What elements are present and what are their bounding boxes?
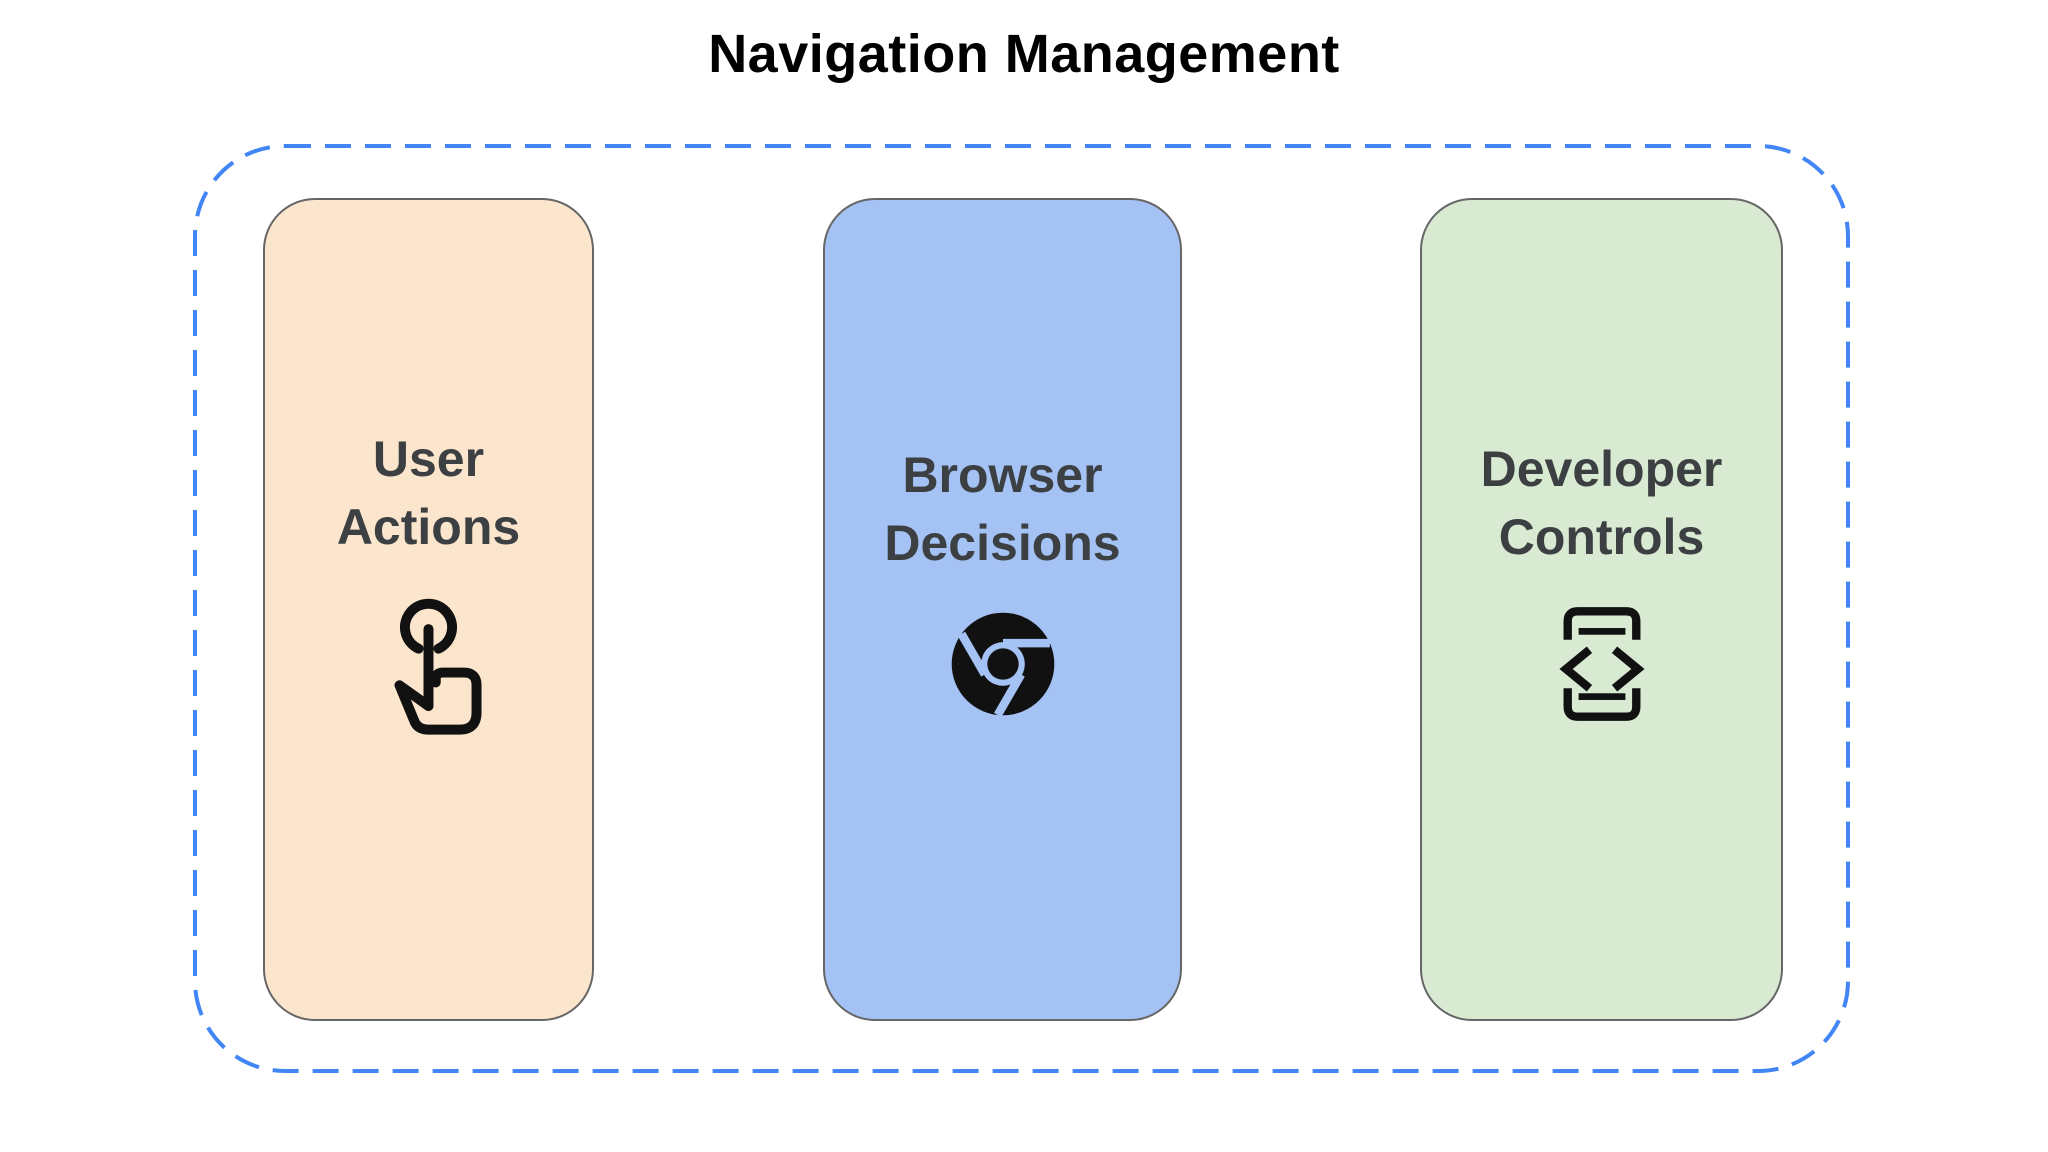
phone-bottom-slot: [1578, 692, 1625, 700]
card-label: User Actions: [337, 425, 520, 561]
card-label-line: Developer: [1480, 440, 1723, 497]
card-label-line: Browser: [902, 446, 1103, 503]
card-developer-controls: Developer Controls: [1420, 198, 1783, 1021]
chrome-blade-cut: [957, 631, 989, 677]
card-user-actions: User Actions: [263, 198, 594, 1021]
dashed-group-border: [193, 144, 1850, 1073]
code-chevron-right: [1611, 646, 1645, 691]
card-label-line: Actions: [336, 499, 521, 555]
code-chevron-left: [1558, 646, 1592, 691]
phone-top-slot: [1578, 627, 1625, 635]
page-title: Navigation Management: [708, 24, 1340, 84]
developer-mode-icon: [1558, 606, 1645, 721]
touch-gesture-icon: [394, 598, 482, 735]
card-label-line: Decisions: [884, 514, 1121, 571]
phone-bottom-frame: [1563, 687, 1640, 721]
dashed-group-border-rect: [193, 144, 1850, 1073]
card-label: Developer Controls: [1481, 435, 1723, 571]
chrome-hub-dot: [986, 647, 1019, 680]
card-label-line: User: [372, 431, 485, 487]
card-label-line: Controls: [1498, 508, 1705, 565]
phone-top-frame: [1563, 606, 1640, 640]
chrome-blade-cuts: [957, 631, 1050, 717]
card-browser-decisions: Browser Decisions: [823, 198, 1182, 1021]
hand-finger-outline: [394, 624, 482, 735]
chrome-browser-icon: [951, 612, 1054, 717]
chrome-blade-cut: [993, 671, 1025, 717]
card-label: Browser Decisions: [884, 441, 1120, 577]
fingertip-arc: [399, 598, 458, 654]
